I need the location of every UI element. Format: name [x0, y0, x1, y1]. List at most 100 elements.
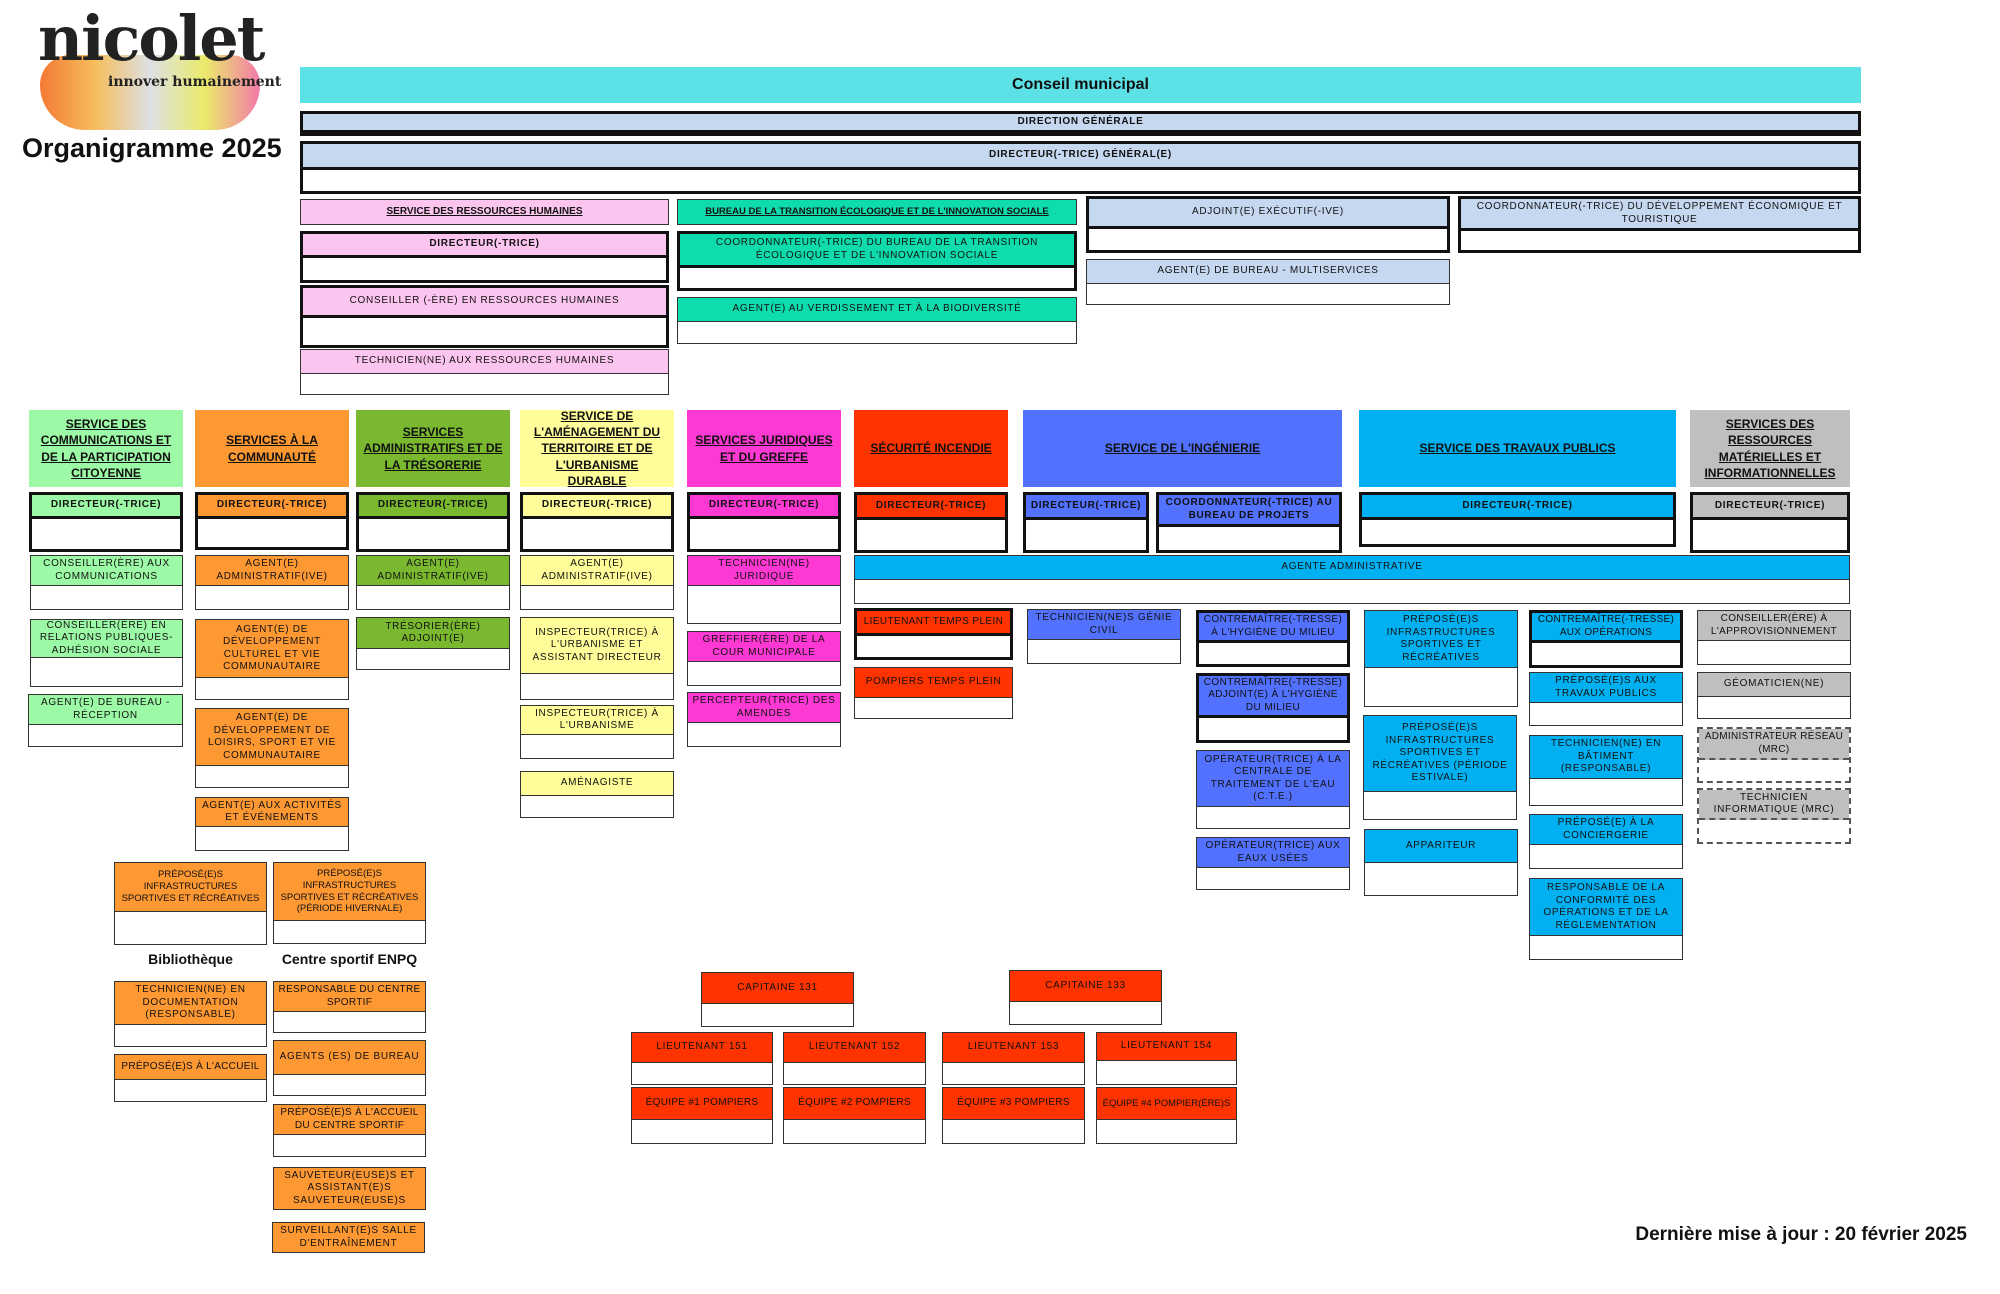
position-title: AGENT(E) ADMINISTRATIF(IVE) [521, 556, 673, 586]
position-box: PRÉPOSÉ(E)S À L'ACCUEIL DU CENTRE SPORTI… [273, 1104, 426, 1157]
position-box: ADJOINT(E) EXÉCUTIF(-IVE) [1086, 196, 1450, 253]
position-title: LIEUTENANT 152 [784, 1033, 925, 1063]
dept-material-resources: SERVICES DES RESSOURCES MATÉRIELLES ET I… [1690, 410, 1850, 487]
position-holder [115, 1080, 266, 1101]
position-box: DIRECTEUR(-TRICE) [29, 492, 183, 552]
position-title: PRÉPOSÉ(E)S À L'ACCUEIL [115, 1055, 266, 1080]
position-holder [784, 1063, 925, 1084]
position-title: AGENT(E) AU VERDISSEMENT ET À LA BIODIVE… [678, 298, 1076, 322]
position-title: CONSEILLER (-ÈRE) EN RESSOURCES HUMAINES [303, 288, 666, 318]
position-box: PRÉPOSÉ(E)S À L'ACCUEIL [114, 1054, 267, 1102]
position-box: COORDONNATEUR(-TRICE) DU DÉVELOPPEMENT É… [1458, 196, 1861, 253]
position-title: CONTREMAÎTRE(-TRESSE) AUX OPÉRATIONS [1532, 613, 1680, 643]
position-holder [1197, 868, 1349, 889]
position-title: SURVEILLANT(E)S SALLE D'ENTRAÎNEMENT [280, 1225, 417, 1249]
position-holder [274, 1075, 425, 1095]
position-box: AGENTS (ES) DE BUREAU [273, 1040, 426, 1096]
position-box: PRÉPOSÉ(E) À LA CONCIERGERIE [1529, 814, 1683, 869]
position-title: DIRECTEUR(-TRICE) [1026, 495, 1146, 520]
position-box: CONSEILLER(ÈRE) À L'APPROVISIONNEMENT [1697, 610, 1851, 665]
position-title: SAUVETEUR(EUSE)S ET ASSISTANT(E)S SAUVET… [284, 1169, 415, 1206]
position-holder [198, 519, 346, 547]
position-title: CONSEILLER(ÈRE) À L'APPROVISIONNEMENT [1698, 611, 1850, 641]
position-holder [1097, 1120, 1236, 1143]
position-title: ÉQUIPE #3 POMPIERS [943, 1088, 1084, 1120]
position-holder [943, 1120, 1084, 1143]
position-box: ÉQUIPE #4 POMPIER(ÈRE)S [1096, 1087, 1237, 1144]
position-holder [1199, 643, 1347, 664]
position-title: OPÉRATEUR(TRICE) AUX EAUX USÉES [1197, 838, 1349, 868]
position-holder [303, 258, 666, 280]
dept-urbanism: SERVICE DE L'AMÉNAGEMENT DU TERRITOIRE E… [520, 409, 674, 488]
position-holder [1097, 1061, 1236, 1084]
position-title: POMPIERS TEMPS PLEIN [855, 668, 1012, 698]
position-holder [1530, 845, 1682, 868]
position-title: DIRECTEUR(-TRICE) [359, 495, 507, 519]
position-holder [1197, 807, 1349, 828]
position-title: OPÉRATEUR(TRICE) À LA CENTRALE DE TRAITE… [1197, 751, 1349, 807]
position-box: TECHNICIEN(NE) JURIDIQUE [687, 555, 841, 624]
position-title: DIRECTEUR(-TRICE) [857, 495, 1005, 520]
position-box: PRÉPOSÉ(E)S INFRASTRUCTURES SPORTIVES ET… [1363, 715, 1517, 820]
position-box: AMÉNAGISTE [520, 771, 674, 818]
position-title: COORDONNATEUR(-TRICE) DU BUREAU DE LA TR… [680, 234, 1074, 268]
position-box: COORDONNATEUR(-TRICE) AU BUREAU DE PROJE… [1156, 492, 1342, 553]
position-holder [1026, 520, 1146, 550]
position-box: LIEUTENANT 151 [631, 1032, 773, 1085]
position-title: LIEUTENANT TEMPS PLEIN [857, 611, 1010, 636]
page-title: Organigramme 2025 [22, 133, 282, 163]
position-box: CAPITAINE 133 [1009, 970, 1162, 1025]
position-box: DIRECTEUR(-TRICE) [300, 231, 669, 283]
position-holder [688, 723, 840, 746]
position-box: TRÉSORIER(ÈRE) ADJOINT(E) [356, 617, 510, 670]
position-box: AGENTE ADMINISTRATIVE [854, 555, 1850, 604]
position-box: AGENT(E) DE DÉVELOPPEMENT DE LOISIRS, SP… [195, 708, 349, 788]
position-box: CONSEILLER(ÈRE) EN RELATIONS PUBLIQUES- … [30, 619, 183, 687]
position-holder [1699, 820, 1849, 842]
position-title: APPARITEUR [1365, 830, 1517, 863]
position-holder [303, 318, 666, 345]
position-holder [784, 1120, 925, 1143]
position-box: LIEUTENANT 152 [783, 1032, 926, 1085]
position-box: DIRECTEUR(-TRICE) [195, 492, 349, 550]
position-box: ÉQUIPE #2 POMPIERS [783, 1087, 926, 1144]
position-title: AGENT(E) DE DÉVELOPPEMENT CULTUREL ET VI… [196, 620, 348, 678]
position-title: INSPECTEUR(TRICE) À L'URBANISME ET ASSIS… [521, 618, 673, 674]
position-holder [196, 586, 348, 609]
position-title: TRÉSORIER(ÈRE) ADJOINT(E) [357, 618, 509, 649]
position-box-external: ADMINISTRATEUR RÉSEAU (MRC) [1697, 727, 1851, 783]
position-box: LIEUTENANT TEMPS PLEIN [854, 608, 1013, 660]
position-title: COORDONNATEUR(-TRICE) DU DÉVELOPPEMENT É… [1461, 199, 1858, 231]
position-holder [359, 519, 507, 549]
position-box: CONSEILLER(ÈRE) AUX COMMUNICATIONS [30, 555, 183, 610]
position-box: OPÉRATEUR(TRICE) À LA CENTRALE DE TRAITE… [1196, 750, 1350, 829]
position-box: AGENT(E) DE DÉVELOPPEMENT CULTUREL ET VI… [195, 619, 349, 700]
position-holder [688, 586, 840, 623]
position-title: CONSEILLER(ÈRE) EN RELATIONS PUBLIQUES- … [31, 620, 182, 658]
position-holder [1159, 527, 1339, 550]
position-box: PERCEPTEUR(TRICE) DES AMENDES [687, 692, 841, 747]
position-box: ÉQUIPE #3 POMPIERS [942, 1087, 1085, 1144]
position-holder [702, 1004, 853, 1026]
position-box: AGENT(E) DE BUREAU - RÉCEPTION [28, 694, 183, 747]
dept-legal: SERVICES JURIDIQUES ET DU GREFFE [687, 410, 841, 487]
position-title: DIRECTEUR(-TRICE) [303, 234, 666, 258]
position-title: TECHNICIEN(NE) EN BÂTIMENT (RESPONSABLE) [1530, 736, 1682, 779]
position-box: APPARITEUR [1364, 829, 1518, 896]
position-box: DIRECTEUR(-TRICE) [520, 492, 674, 552]
position-title: AGENT(E) AUX ACTIVITÉS ET ÉVÉNEMENTS [196, 798, 348, 827]
position-title: PERCEPTEUR(TRICE) DES AMENDES [688, 693, 840, 723]
dept-engineering: SERVICE DE L'INGÉNIERIE [1023, 410, 1342, 487]
position-title: TECHNICIEN INFORMATIQUE (MRC) [1699, 790, 1849, 820]
position-holder [690, 519, 838, 549]
position-box: DIRECTEUR(-TRICE) [1023, 492, 1149, 553]
hr-service-title: SERVICE DES RESSOURCES HUMAINES [386, 205, 583, 217]
dept-fire: SÉCURITÉ INCENDIE [854, 410, 1008, 487]
position-box: TECHNICIEN(NE)S GÉNIE CIVIL [1027, 609, 1181, 664]
position-holder [632, 1063, 772, 1084]
position-title: CAPITAINE 133 [1010, 971, 1161, 1002]
position-holder [688, 662, 840, 685]
position-box: GÉOMATICIEN(NE) [1697, 672, 1851, 719]
position-holder [1364, 792, 1516, 819]
position-holder [1530, 936, 1682, 959]
